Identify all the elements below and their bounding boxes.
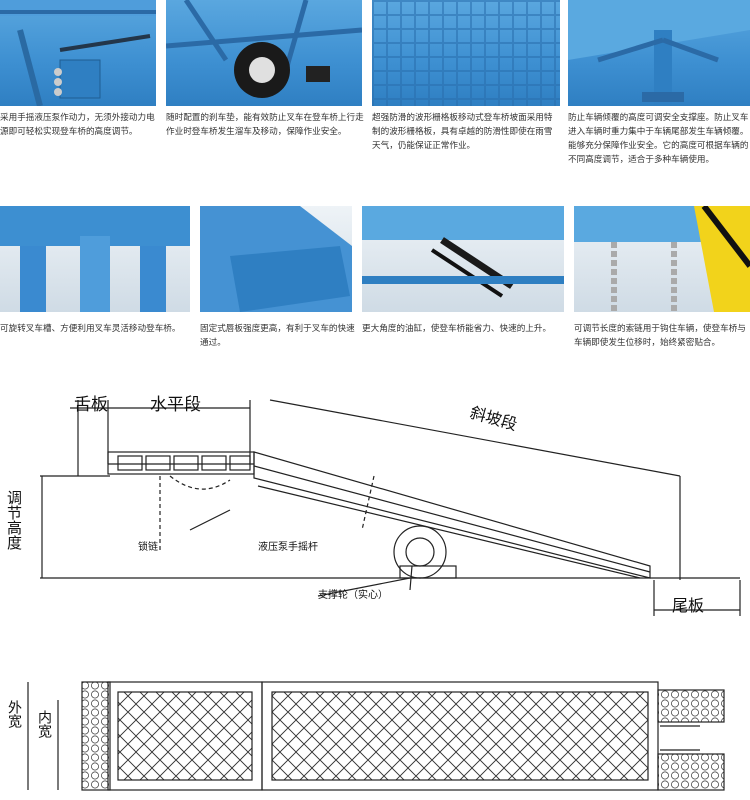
label-outer-width: 外宽 <box>6 700 22 728</box>
photo-hand-pump <box>0 0 156 106</box>
plan-view-diagram <box>27 681 725 791</box>
lip-plate-illustration <box>200 206 352 312</box>
photo-grating <box>372 0 560 106</box>
caption-chain: 可调节长度的索链用于钩住车辆，使登车桥与车辆即使发生位移时，始终紧密贴合。 <box>574 324 746 348</box>
photo-wheel <box>166 0 362 106</box>
caption-fork-slot: 可旋转叉车槽、方便利用叉车灵活移动登车桥。 <box>0 324 181 334</box>
photo-support <box>568 0 750 106</box>
photo-chain <box>574 206 750 312</box>
hand-pump-illustration <box>0 0 156 106</box>
support-leg-illustration <box>568 0 750 106</box>
label-inner-width: 内宽 <box>36 710 52 738</box>
photo-lip-plate <box>200 206 352 312</box>
photo-fork-slot <box>0 206 190 312</box>
wheel-illustration <box>166 0 362 98</box>
label-height: 调节高度 <box>5 490 23 550</box>
caption-support: 防止车辆倾覆的高度可调安全支撑座。防止叉车进入车辆时重力集中于车辆尾部发生车辆倾… <box>568 113 749 165</box>
label-chain: 锁链 <box>138 542 158 553</box>
label-tongue: 舌板 <box>74 395 108 415</box>
label-flat: 水平段 <box>150 395 201 415</box>
label-tail: 尾板 <box>672 596 705 615</box>
chain-illustration <box>574 206 750 312</box>
label-wheel: 支撑轮（实心） <box>318 590 388 601</box>
caption-lip-plate: 固定式唇板强度更高，有利于叉车的快速通过。 <box>200 324 355 348</box>
caption-grating: 超强防滑的波形栅格板移动式登车桥坡面采用特制的波形栅格板，具有卓越的防滑性即使在… <box>372 113 553 151</box>
fork-slot-illustration <box>0 206 190 312</box>
caption-cylinder: 更大角度的油缸，使登车桥能省力、快速的上升。 <box>362 324 552 334</box>
photo-cylinder <box>362 206 564 312</box>
caption-wheel: 随时配置的刹车垫，能有效防止叉车在登车桥上行走作业时登车桥发生溜车及移动，保障作… <box>166 113 364 137</box>
label-pump: 液压泵手摇杆 <box>258 542 318 553</box>
caption-hand-pump: 采用手摇液压泵作动力，无须外接动力电源即可轻松实现登车桥的高度调节。 <box>0 113 155 137</box>
side-elevation-diagram <box>40 399 741 616</box>
cylinder-illustration <box>362 206 564 298</box>
